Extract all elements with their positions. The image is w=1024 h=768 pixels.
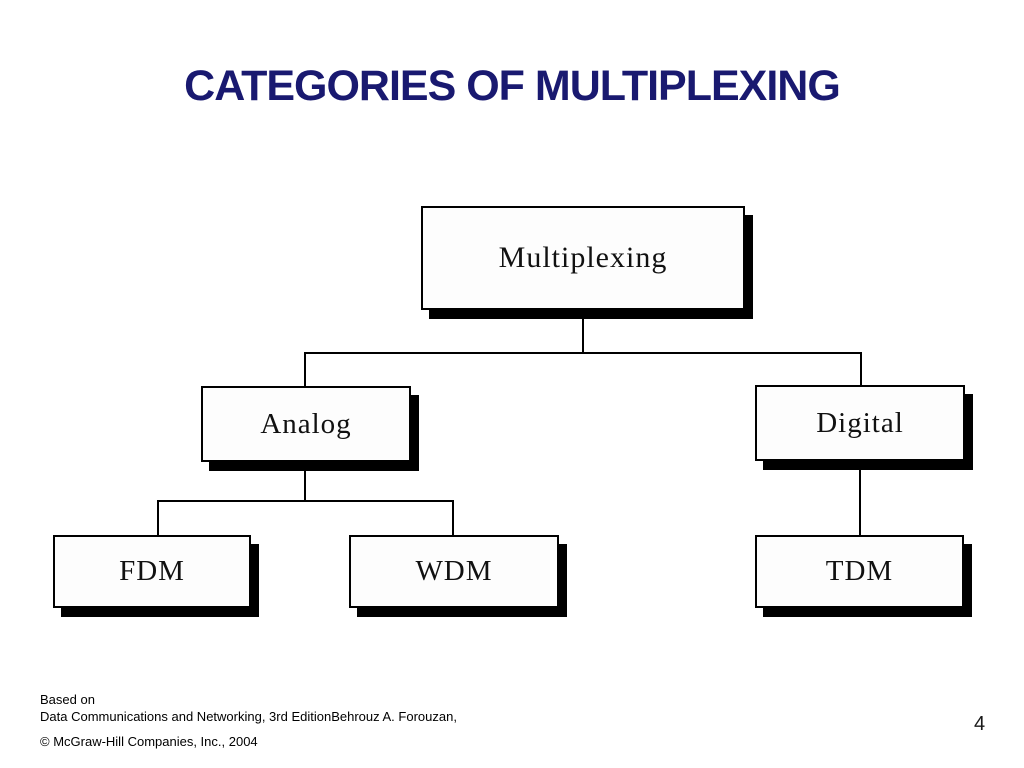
node-analog-label: Analog xyxy=(260,407,352,440)
node-multiplexing: Multiplexing xyxy=(421,206,745,310)
node-wdm: WDM xyxy=(349,535,559,608)
connector-digital-drop xyxy=(860,354,862,385)
connector-root-stem xyxy=(582,310,584,354)
node-multiplexing-label: Multiplexing xyxy=(498,241,668,274)
page-number: 4 xyxy=(974,713,986,735)
node-analog: Analog xyxy=(201,386,411,462)
footer-attribution-line2: Data Communications and Networking, 3rd … xyxy=(40,709,457,724)
connector-wdm-drop xyxy=(452,502,454,535)
connector-tdm-drop xyxy=(859,461,861,535)
connector-analog-drop xyxy=(304,354,306,386)
node-wdm-label: WDM xyxy=(415,555,493,587)
node-tdm-label: TDM xyxy=(825,555,894,587)
footer-copyright: © McGraw-Hill Companies, Inc., 2004 xyxy=(40,734,258,749)
connector-fdm-drop xyxy=(157,502,159,535)
connector-level2-rail xyxy=(157,500,454,502)
node-tdm: TDM xyxy=(755,535,964,608)
node-fdm: FDM xyxy=(53,535,251,608)
node-fdm-label: FDM xyxy=(119,555,185,587)
node-digital: Digital xyxy=(755,385,965,461)
connector-analog-stem xyxy=(304,462,306,500)
footer-attribution-line1: Based on xyxy=(40,692,95,707)
page-title: CATEGORIES OF MULTIPLEXING xyxy=(184,62,841,110)
connector-level1-rail xyxy=(304,352,862,354)
node-digital-label: Digital xyxy=(816,406,904,439)
